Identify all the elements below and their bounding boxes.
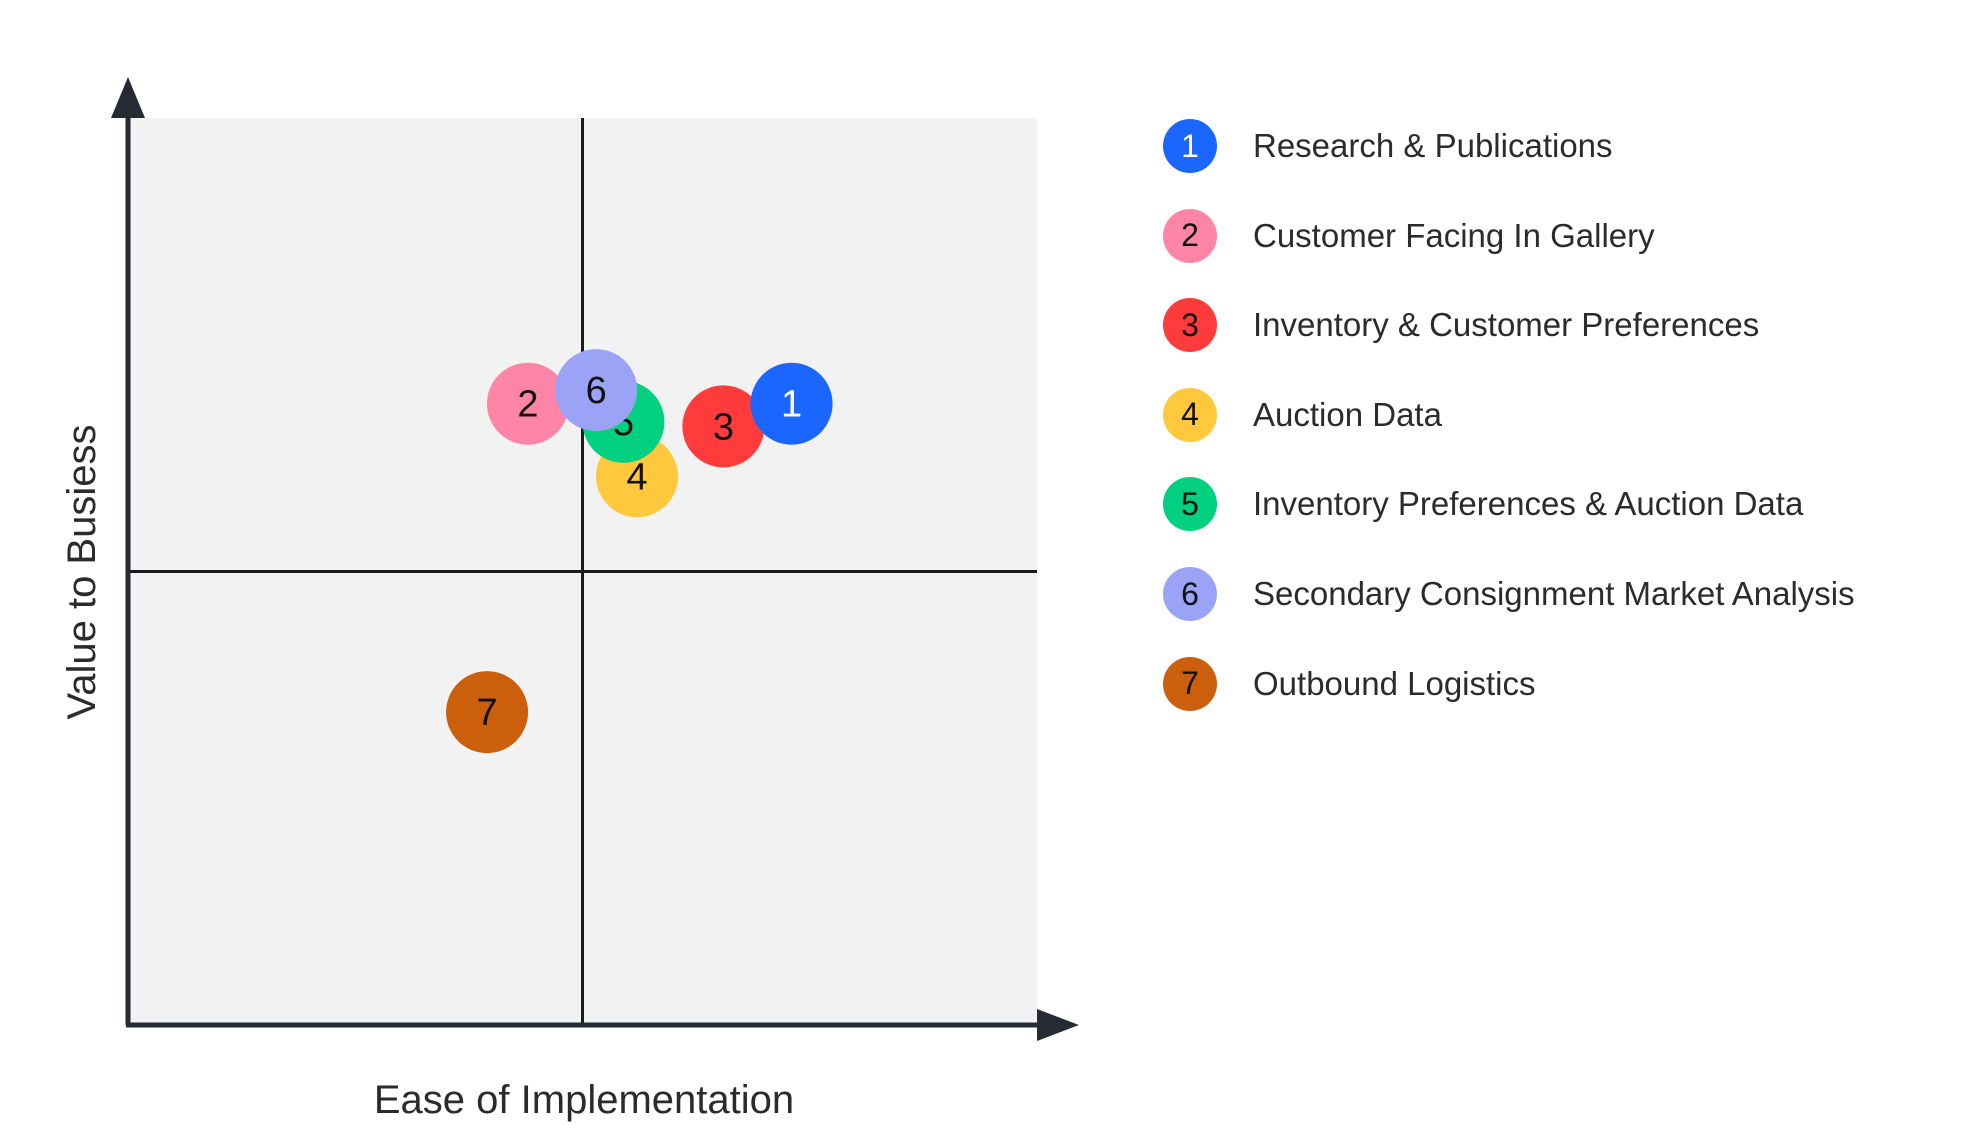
data-point-marker xyxy=(750,362,833,445)
x-axis-arrow-icon xyxy=(1037,1009,1079,1041)
data-point-label: 1 xyxy=(781,384,802,426)
legend-swatch: 6 xyxy=(1163,567,1217,621)
data-point-marker xyxy=(486,362,569,445)
legend-label: Secondary Consignment Market Analysis xyxy=(1253,575,1855,612)
y-axis-arrow-icon xyxy=(111,77,145,118)
legend-item: 4 Auction Data xyxy=(1163,387,1442,443)
legend-label: Inventory Preferences & Auction Data xyxy=(1253,485,1804,523)
legend-label: Research & Publications xyxy=(1253,127,1613,164)
legend-swatch: 4 xyxy=(1163,387,1217,442)
data-point-label: 4 xyxy=(626,456,647,498)
data-point-marker xyxy=(555,349,638,432)
data-point-7: 7 xyxy=(446,671,529,754)
legend-swatch: 7 xyxy=(1163,656,1217,711)
data-point-marker xyxy=(682,385,765,468)
data-point-marker xyxy=(446,671,529,754)
legend-item: 5 Inventory Preferences & Auction Data xyxy=(1163,476,1803,532)
legend-item: 2 Customer Facing In Gallery xyxy=(1163,208,1655,264)
data-point-6: 6 xyxy=(555,349,638,432)
x-axis-title: Ease of Implementation xyxy=(373,1078,795,1122)
legend-swatch: 2 xyxy=(1163,208,1217,263)
data-point-1: 1 xyxy=(750,362,833,445)
legend-label: Outbound Logistics xyxy=(1253,664,1536,702)
legend-swatch: 1 xyxy=(1163,119,1217,173)
legend-item: 3 Inventory & Customer Preferences xyxy=(1163,297,1759,353)
legend-swatch: 3 xyxy=(1163,298,1217,353)
legend-label: Inventory & Customer Preferences xyxy=(1253,306,1760,344)
data-point-3: 3 xyxy=(682,385,765,468)
data-point-label: 2 xyxy=(517,384,538,426)
data-point-label: 7 xyxy=(476,692,497,734)
legend-item: 7 Outbound Logistics xyxy=(1163,656,1536,712)
legend-item: 1 Research & Publications xyxy=(1163,118,1613,174)
data-point-label: 6 xyxy=(586,370,607,412)
legend-label: Customer Facing In Gallery xyxy=(1253,216,1655,254)
legend-item: 6 Secondary Consignment Market Analysis xyxy=(1163,566,1855,622)
data-point-label: 3 xyxy=(713,406,734,448)
y-axis-title: Value to Busiess xyxy=(60,424,104,720)
legend-swatch: 5 xyxy=(1163,477,1217,532)
data-point-2: 2 xyxy=(486,362,569,445)
legend-label: Auction Data xyxy=(1253,395,1442,433)
